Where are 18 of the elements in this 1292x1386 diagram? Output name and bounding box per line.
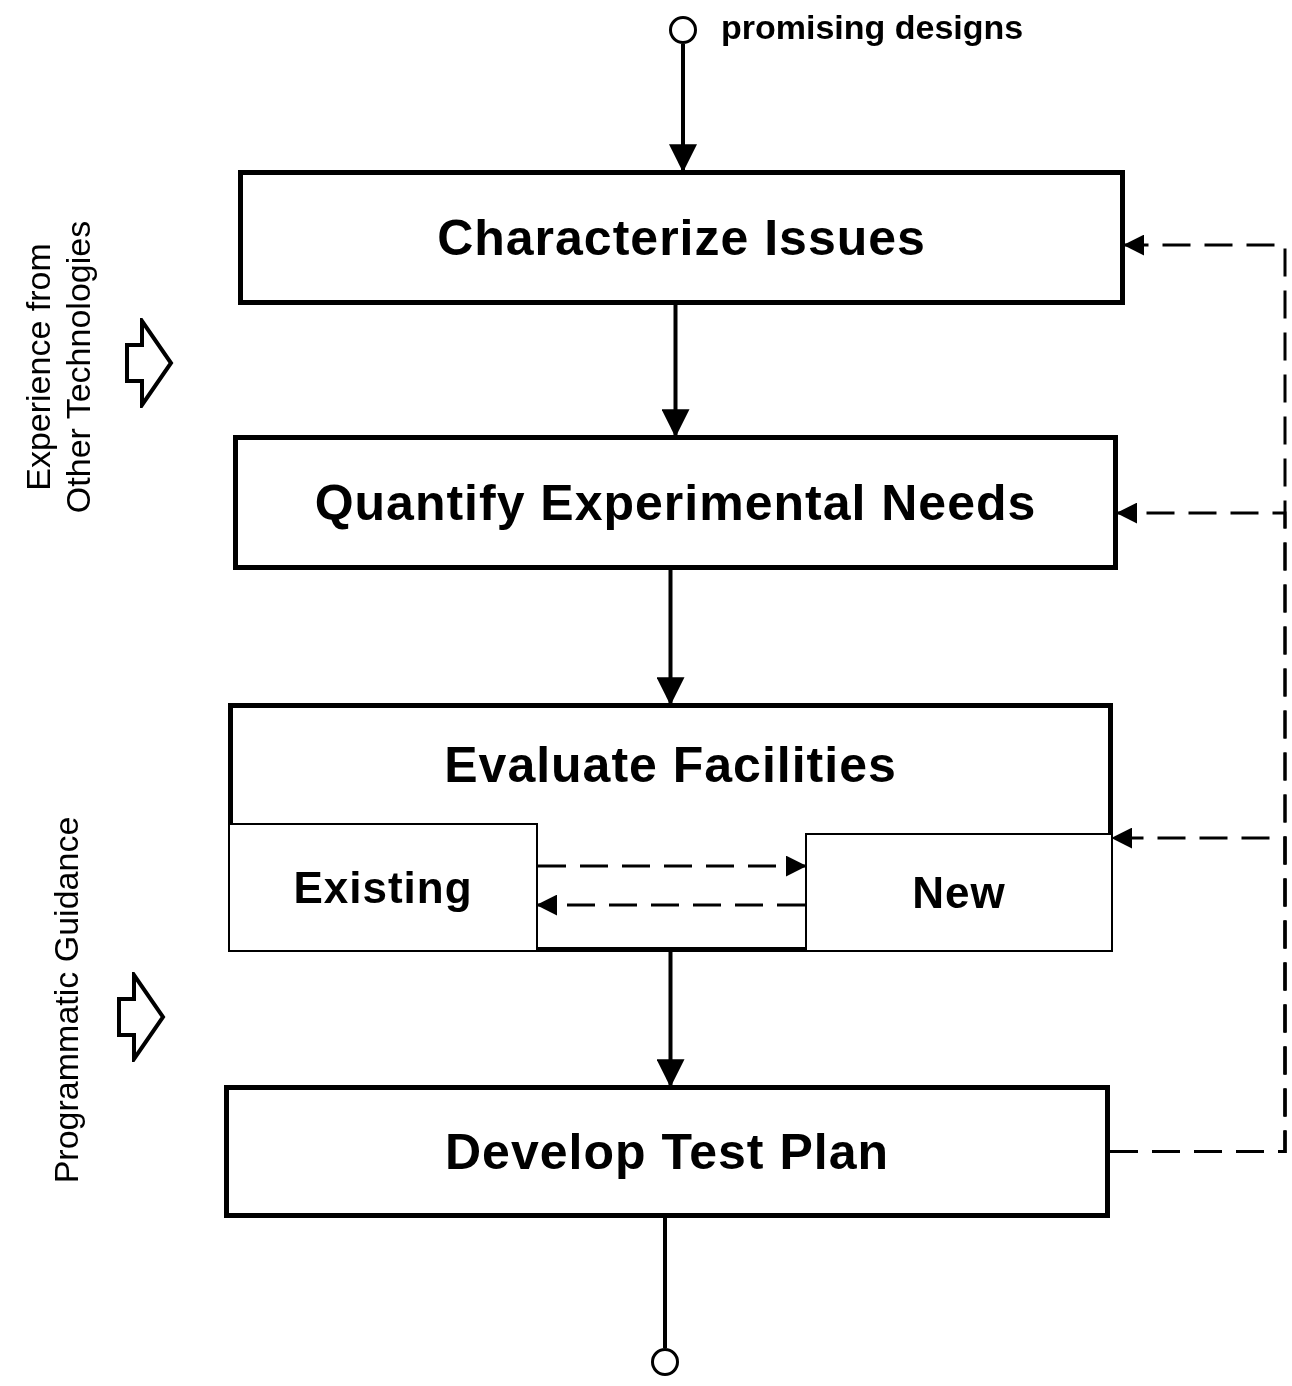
side-label: Programmatic Guidance	[46, 816, 86, 1184]
process-box	[228, 823, 538, 952]
box-title: Characterize Issues	[437, 208, 926, 267]
terminal-circle	[669, 16, 697, 44]
process-box	[238, 170, 1125, 305]
box-title: Existing	[293, 862, 473, 913]
box-title: Evaluate Facilities	[444, 736, 897, 794]
box-title: Develop Test Plan	[445, 1122, 889, 1181]
process-box	[224, 1085, 1110, 1218]
box-title: New	[912, 867, 1006, 918]
process-box	[805, 833, 1113, 952]
node-caption: promising designs	[721, 8, 1024, 47]
group-box	[228, 703, 1113, 952]
side-label: Experience from Other Technologies	[18, 219, 98, 516]
terminal-circle	[651, 1348, 679, 1376]
arrow	[538, 855, 807, 877]
box-title: Quantify Experimental Needs	[314, 473, 1037, 532]
process-box	[233, 435, 1118, 570]
